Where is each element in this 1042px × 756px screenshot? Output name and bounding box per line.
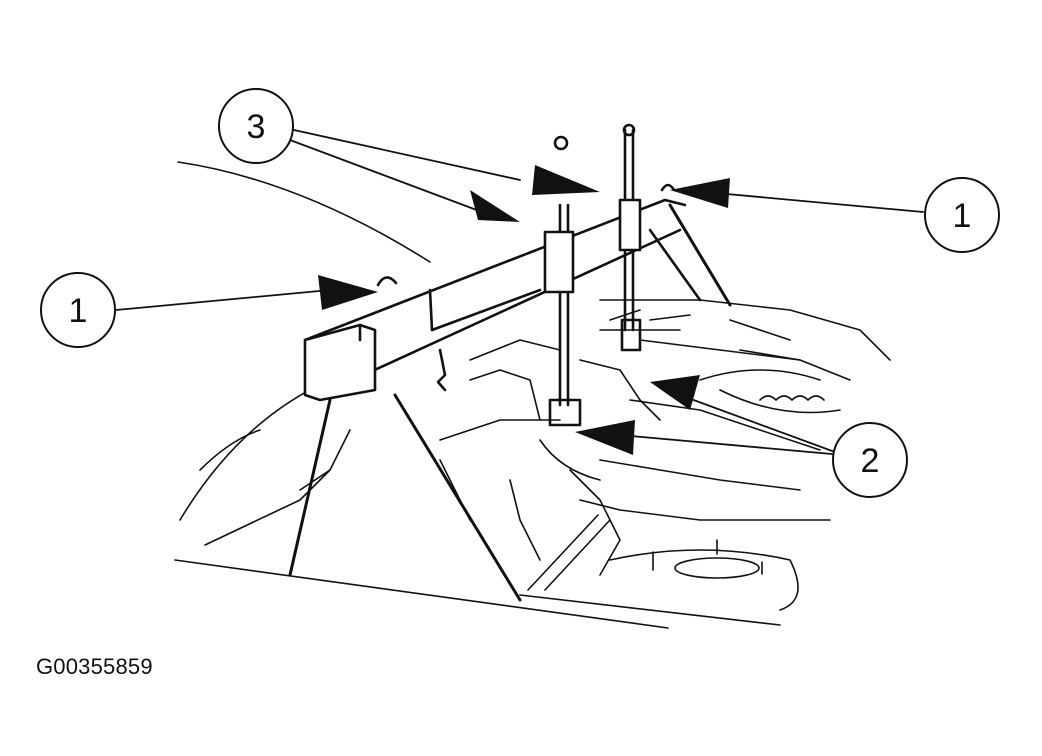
svg-text:3: 3 [247, 108, 266, 146]
arrowheads [318, 165, 730, 455]
svg-text:1: 1 [953, 197, 972, 235]
arrow-1-right [670, 178, 730, 208]
engine-bay-outline [174, 161, 891, 629]
support-fixture [288, 123, 732, 602]
callout-1-right: 1 [924, 177, 1000, 253]
callout-1-left: 1 [40, 272, 116, 348]
callout-2: 2 [832, 422, 908, 498]
callout-3: 3 [218, 88, 294, 164]
arrow-2-upper [650, 375, 700, 410]
arrow-3-left [470, 190, 520, 222]
figure-id-label: G00355859 [36, 654, 153, 679]
leader-lines [115, 127, 924, 456]
svg-text:1: 1 [69, 292, 88, 330]
svg-text:2: 2 [861, 442, 880, 480]
arrow-2-lower [575, 420, 635, 455]
arrow-1-left [318, 275, 378, 310]
arrow-3-right [532, 165, 600, 195]
